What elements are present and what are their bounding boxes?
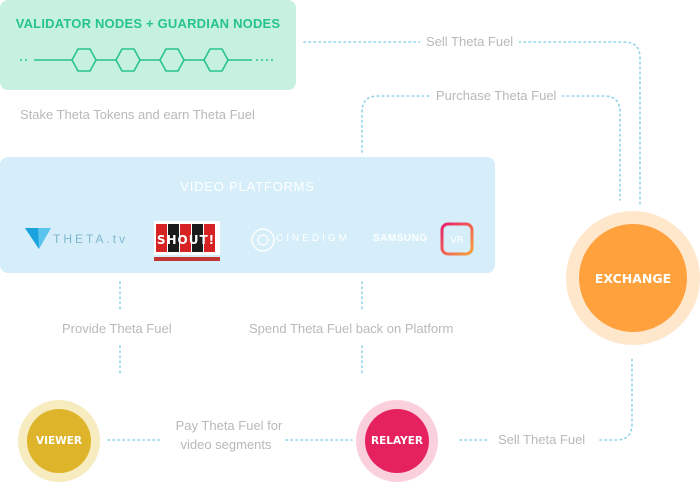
validator-caption: Stake Theta Tokens and earn Theta Fuel — [20, 107, 255, 122]
node-chain-icon — [20, 48, 276, 72]
video-platforms-box: VIDEO PLATFORMS — [0, 157, 495, 273]
viewer-node: VIEWER — [18, 400, 100, 482]
label-purchase: Purchase Theta Fuel — [430, 88, 563, 103]
relayer-label: RELAYER — [365, 409, 429, 473]
label-sell-top: Sell Theta Fuel — [420, 34, 520, 49]
exchange-label: EXCHANGE — [579, 224, 687, 332]
cinedigm-logo-icon — [251, 228, 275, 252]
theta-tv-logo-icon — [25, 228, 51, 249]
connector-sell-bottom — [459, 355, 633, 441]
samsung-logo-text: SAMSUNG — [373, 233, 428, 244]
theta-tv-logo-text: THETA.tv — [53, 232, 129, 246]
label-pay-line1: Pay Theta Fuel for — [175, 418, 283, 433]
connector-sell-top — [303, 41, 641, 206]
label-sell-bottom: Sell Theta Fuel — [496, 432, 588, 447]
samsung-vr-logo-icon: VR — [440, 222, 474, 256]
cinedigm-logo-text: CINEDIGM — [276, 233, 350, 244]
label-spend: Spend Theta Fuel back on Platform — [249, 321, 454, 336]
validator-title: VALIDATOR NODES + GUARDIAN NODES — [15, 16, 281, 31]
label-provide: Provide Theta Fuel — [62, 321, 172, 336]
relayer-node: RELAYER — [356, 400, 438, 482]
platforms-title: VIDEO PLATFORMS — [180, 179, 315, 194]
label-pay-line2: video segments — [180, 437, 272, 452]
vr-logo-text: VR — [450, 235, 464, 246]
connector-purchase — [361, 95, 621, 201]
exchange-node: EXCHANGE — [566, 211, 700, 345]
shout-logo-text: SHOUT! — [157, 233, 215, 247]
shout-logo-icon: SHOUT! — [154, 221, 220, 261]
validator-nodes-box: VALIDATOR NODES + GUARDIAN NODES — [0, 0, 296, 90]
viewer-label: VIEWER — [27, 409, 91, 473]
